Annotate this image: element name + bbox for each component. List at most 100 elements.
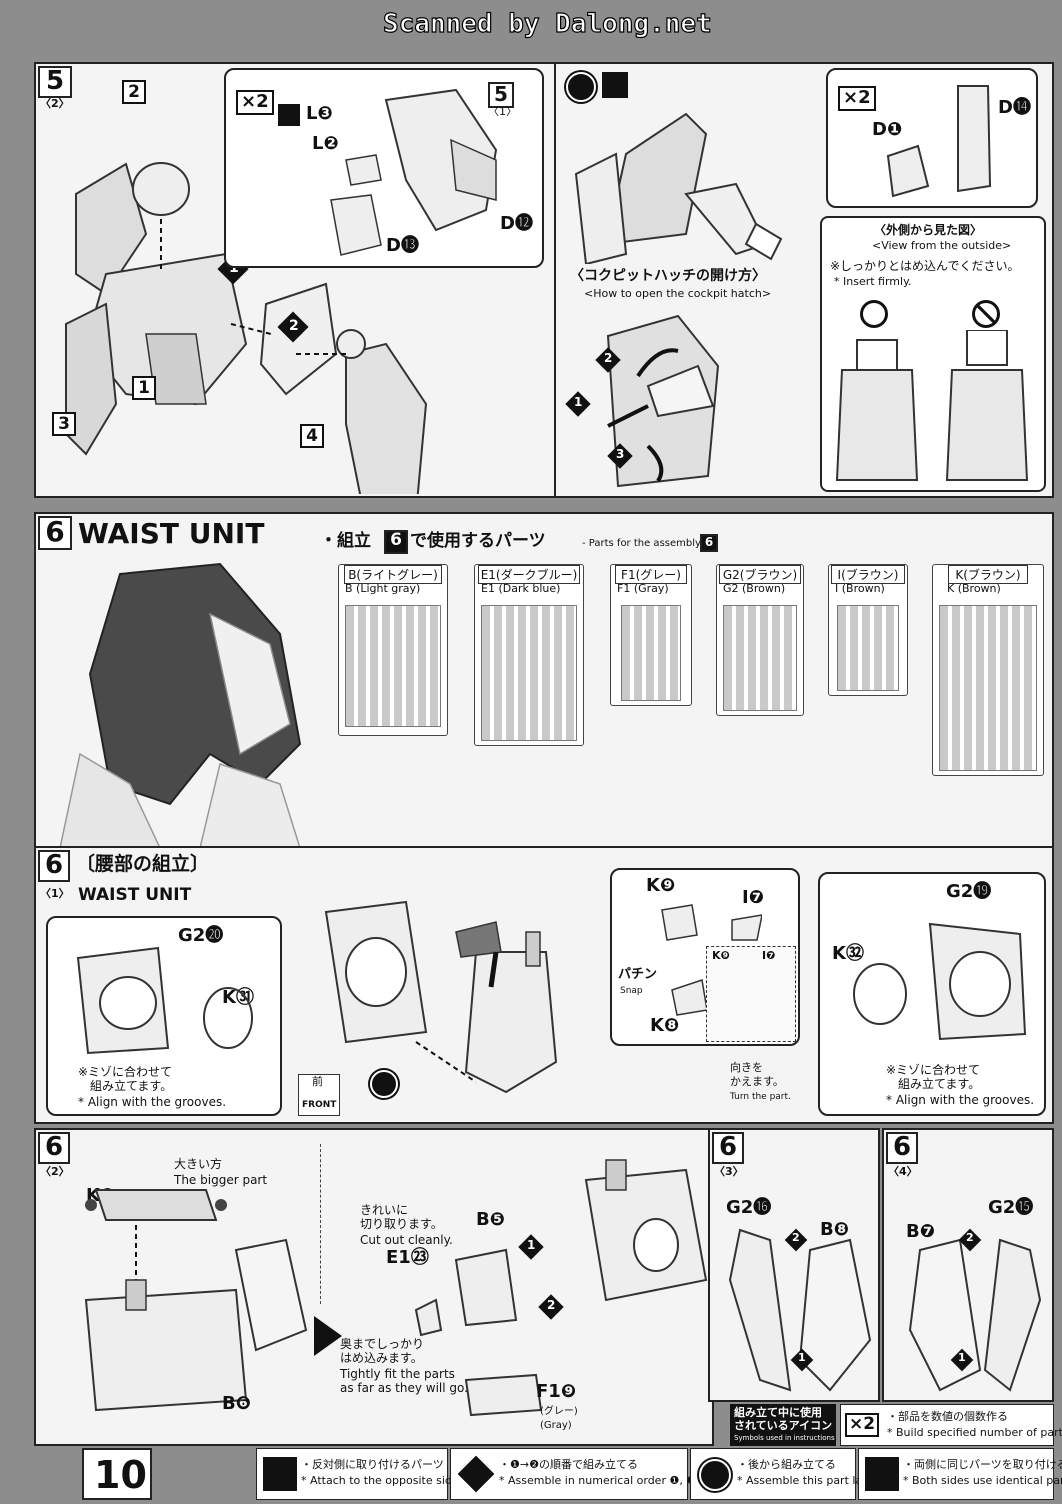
page-number-box: 10 bbox=[82, 1448, 152, 1500]
part-d1: D❶ bbox=[872, 119, 903, 140]
cockpit-multiplier: ×2 bbox=[838, 86, 876, 111]
icons-info-box: 組み立て中に使用 されているアイコン Symbols used in instr… bbox=[730, 1404, 836, 1446]
sub-step: 〈1〉 bbox=[40, 887, 70, 900]
legend-opposite-en: * Attach to the opposite side. bbox=[301, 1474, 463, 1487]
wrong-prohibit-icon bbox=[972, 300, 1000, 328]
step-6-2-panel: 6 〈2〉 K❹ 大きい方 The bigger part B❻ きれいに 切り… bbox=[34, 1128, 714, 1446]
step-5-2-panel: 5 〈2〉 2 1 3 4 1 2 ×2 L❸ L❷ D⓭ D⓬ 5 〈1〉 bbox=[34, 62, 1054, 498]
front-label-jp: 前 bbox=[312, 1075, 323, 1088]
fit-note-en1: Tightly fit the parts bbox=[340, 1367, 455, 1381]
part-k31: K㉛ bbox=[222, 987, 254, 1008]
cut-note-en: Cut out cleanly. bbox=[360, 1233, 453, 1247]
insert-note-en: * Insert firmly. bbox=[834, 275, 912, 288]
legend-opposite-side: ・反対側に取り付けるパーツ * Attach to the opposite s… bbox=[256, 1448, 462, 1500]
multiplier-x2: ×2 bbox=[236, 90, 274, 115]
runner-f1: F1(グレー) F1 (Gray) bbox=[610, 564, 692, 706]
waist-front-illustration bbox=[853, 922, 1027, 1041]
step-6-1-panel: 6 〈1〉 〔腰部の組立〕 WAIST UNIT G2⓴ K㉛ ※ミゾに合わせて… bbox=[34, 846, 1054, 1124]
part-label-1: 1 bbox=[132, 376, 156, 400]
detail-bubble-k32: G2⓳ K㉜ ※ミゾに合わせて 組み立てます。 * Align with the… bbox=[818, 872, 1046, 1116]
part-e1-23: E1㉓ bbox=[386, 1247, 429, 1268]
front-direction-icon bbox=[298, 1074, 340, 1116]
legend-opposite-jp: ・反対側に取り付けるパーツ bbox=[301, 1458, 444, 1471]
detail-bubble-shoulder: ×2 L❸ L❷ D⓭ D⓬ 5 〈1〉 bbox=[224, 68, 544, 268]
part-k9: K❾ bbox=[646, 875, 676, 896]
runner-f1-sprue bbox=[621, 605, 681, 701]
inset-i7: I❼ bbox=[762, 949, 776, 962]
runner-g2-jp: G2(ブラウン) bbox=[719, 565, 801, 584]
outside-view-box: 〈外側から見た図〉 <View from the outside> ※しっかりと… bbox=[820, 216, 1046, 492]
parts-heading-jp: ・組立 bbox=[320, 531, 371, 551]
waist-front-assembly-illustration bbox=[414, 1159, 708, 1417]
multiplier-jp: ・部品を数値の個数作る bbox=[887, 1410, 1008, 1423]
part-b7: B❼ bbox=[906, 1221, 935, 1242]
order-step-2: 2 bbox=[966, 1231, 974, 1244]
later-assembly-icon bbox=[699, 1459, 731, 1491]
fit-note-en2: as far as they will go. bbox=[340, 1381, 468, 1395]
hatch-open-illustration bbox=[606, 314, 720, 488]
front-label-en: FRONT bbox=[302, 1100, 337, 1110]
opposite-side-icon bbox=[278, 104, 300, 126]
body-assembly-illustration bbox=[65, 162, 428, 494]
order-step-1: 1 bbox=[798, 1351, 806, 1364]
inset-k9: K❾ bbox=[712, 949, 730, 962]
hatch-title-en: <How to open the cockpit hatch> bbox=[584, 287, 772, 300]
sub-step: 〈2〉 bbox=[40, 97, 70, 110]
multiplier-icon: ×2 bbox=[845, 1413, 880, 1437]
hatch-title-jp: 〈コクピットハッチの開け方〉 bbox=[570, 268, 766, 284]
align2-note-en: * Align with the grooves. bbox=[886, 1093, 1035, 1107]
title-jp: 〔腰部の組立〕 bbox=[76, 853, 210, 875]
runner-i-jp: I(ブラウン) bbox=[831, 565, 905, 584]
runner-i-sprue bbox=[837, 605, 899, 691]
later-assembly-icon bbox=[566, 72, 596, 102]
scan-watermark: Scanned by Dalong.net bbox=[382, 9, 712, 40]
parts-heading-en-step: 6 bbox=[700, 534, 718, 552]
skirt-right-illustration bbox=[908, 1238, 1042, 1392]
legend-order-en: * Assemble in numerical order ❶, ❷... bbox=[499, 1474, 707, 1487]
gray-note-jp: (グレー) bbox=[540, 1406, 578, 1417]
runner-g2-en: G2 (Brown) bbox=[723, 582, 786, 595]
step-6-3-panel: 6 〈3〉 G2⓰ B❽ 2 1 bbox=[708, 1128, 880, 1402]
part-b5: B❺ bbox=[476, 1209, 505, 1230]
hatch-step-2: 2 bbox=[604, 351, 613, 365]
icons-info-en: Symbols used in instructions bbox=[734, 1434, 835, 1442]
turn-note-jp1: 向きを bbox=[730, 1061, 763, 1074]
cockpit-divider bbox=[554, 64, 556, 496]
step-6-4-panel: 6 〈4〉 B❼ G2⓯ 2 1 bbox=[882, 1128, 1054, 1402]
step-number: 5 bbox=[38, 66, 72, 98]
part-b8: B❽ bbox=[820, 1219, 849, 1240]
runner-b-en: B (Light gray) bbox=[345, 582, 421, 595]
fit-note-jp1: 奥までしっかり bbox=[340, 1337, 425, 1351]
both-sides-icon bbox=[602, 72, 628, 98]
waist-assembly-illustration bbox=[324, 900, 558, 1094]
runner-f1-jp: F1(グレー) bbox=[615, 565, 687, 584]
icons-info-jp1: 組み立て中に使用 bbox=[734, 1406, 822, 1419]
order-step-1: 1 bbox=[229, 260, 239, 276]
part-label-3: 3 bbox=[52, 412, 76, 436]
ref-sub-step: 〈1〉 bbox=[488, 105, 517, 118]
both-sides-icon bbox=[865, 1457, 899, 1491]
part-d12: D⓬ bbox=[500, 213, 533, 234]
parts-heading-jp2: で使用するパーツ bbox=[410, 531, 546, 551]
step-number: 6 bbox=[712, 1132, 744, 1164]
runner-b: B(ライトグレー) B (Light gray) bbox=[338, 564, 448, 736]
part-d13: D⓭ bbox=[386, 235, 419, 256]
runner-g2-sprue bbox=[723, 605, 797, 711]
turn-note-en: Turn the part. bbox=[730, 1092, 791, 1102]
part-k32: K㉜ bbox=[832, 943, 864, 964]
outside-title-jp: 〈外側から見た図〉 bbox=[874, 223, 983, 237]
turn-note-jp2: かえます。 bbox=[730, 1075, 784, 1088]
order-step-1: 1 bbox=[527, 1238, 536, 1252]
step-number: 6 bbox=[38, 850, 70, 882]
sub-step: 〈3〉 bbox=[714, 1165, 744, 1178]
multiplier-en: * Build specified number of parts. bbox=[887, 1426, 1062, 1439]
runner-i-en: I (Brown) bbox=[835, 582, 885, 595]
align2-note-jp2: 組み立てます。 bbox=[898, 1077, 981, 1091]
runner-k-sprue bbox=[939, 605, 1037, 771]
hatch-step-1: 1 bbox=[574, 395, 583, 409]
order-step-2: 2 bbox=[547, 1298, 556, 1312]
legend-numerical-order: ・❶→❷の順番で組み立てる * Assemble in numerical or… bbox=[450, 1448, 707, 1500]
align-note-jp1: ※ミゾに合わせて bbox=[78, 1065, 173, 1079]
runner-i: I(ブラウン) I (Brown) bbox=[828, 564, 908, 696]
part-g2-15: G2⓯ bbox=[988, 1197, 1034, 1218]
